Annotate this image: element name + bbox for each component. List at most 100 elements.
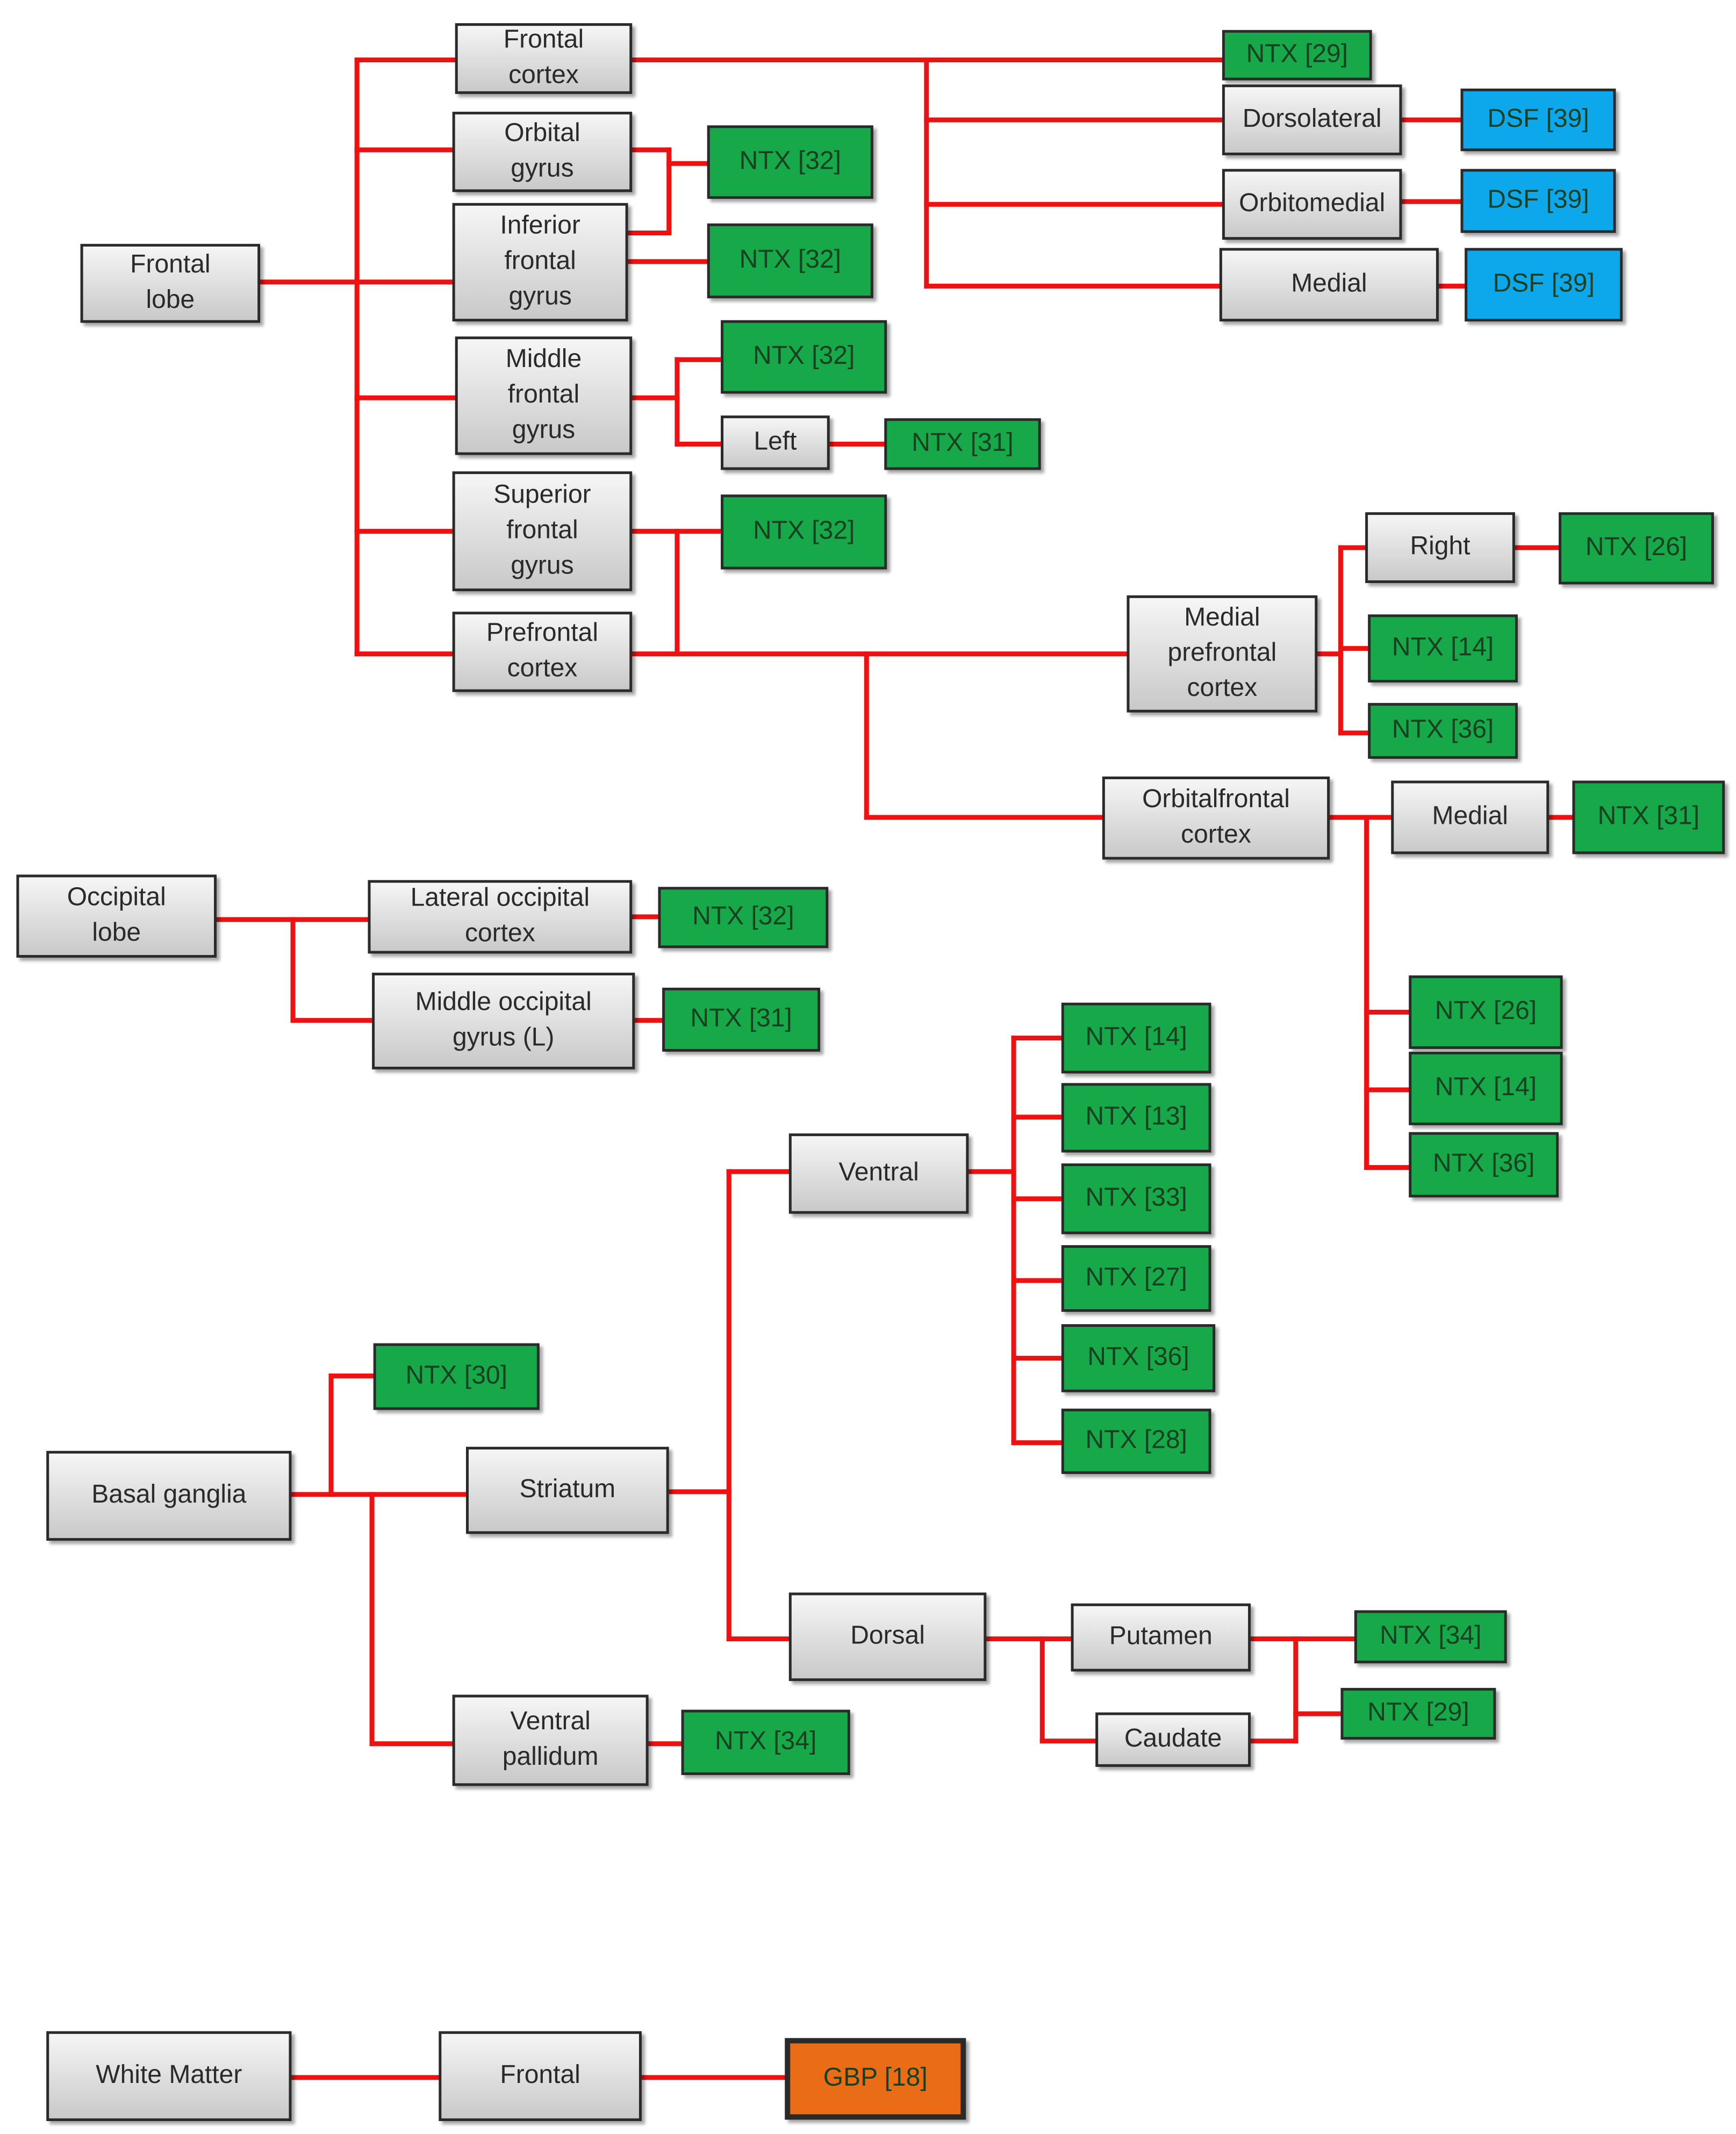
- node-dsf-39-a: DSF [39]: [1460, 88, 1616, 152]
- node-label: Right: [1410, 532, 1470, 561]
- node-label: prefrontal: [1168, 638, 1277, 666]
- node-label: cortex: [1181, 820, 1251, 849]
- node-ntx-14-ofc: NTX [14]: [1409, 1052, 1563, 1125]
- node-label: DSF [39]: [1487, 185, 1589, 214]
- node-ntx-36-ventral: NTX [36]: [1061, 1324, 1216, 1392]
- node-label: lobe: [92, 918, 141, 946]
- node-ntx-14-ventral: NTX [14]: [1061, 1002, 1211, 1074]
- node-box: [1061, 1245, 1211, 1312]
- node-label: Occipital: [67, 882, 166, 911]
- node-label: NTX [28]: [1085, 1426, 1187, 1454]
- node-ntx-14-mpfc: NTX [14]: [1368, 614, 1518, 682]
- node-box: [1219, 248, 1439, 322]
- node-label: NTX [36]: [1087, 1342, 1189, 1371]
- node-frontal-wm: Frontal: [439, 2031, 642, 2121]
- node-box: [788, 1133, 969, 1214]
- node-label: NTX [32]: [692, 902, 794, 930]
- node-box: [1095, 1712, 1251, 1767]
- node-label: White Matter: [96, 2060, 242, 2089]
- node-label: NTX [14]: [1435, 1073, 1537, 1101]
- node-ntx-27-ventral: NTX [27]: [1061, 1245, 1211, 1312]
- node-label: Basal ganglia: [91, 1480, 247, 1508]
- node-box: [721, 320, 887, 394]
- node-gbp-18: GBP [18]: [785, 2038, 966, 2120]
- node-left-middle: Left: [721, 415, 830, 470]
- node-box: [1460, 88, 1616, 152]
- node-box: [788, 1592, 987, 1682]
- node-label: DSF [39]: [1487, 104, 1589, 133]
- node-ntx-13-ventral: NTX [13]: [1061, 1083, 1211, 1153]
- node-ntx-32-orbital: NTX [32]: [707, 125, 873, 199]
- node-label: DSF [39]: [1493, 269, 1594, 297]
- node-box: [466, 1447, 669, 1534]
- node-label: Ventral: [510, 1707, 590, 1735]
- node-label: pallidum: [503, 1742, 599, 1771]
- node-ntx-32-superior: NTX [32]: [721, 494, 887, 570]
- node-label: Medial: [1432, 802, 1508, 830]
- node-box: [1340, 1687, 1496, 1740]
- node-box: [681, 1709, 850, 1776]
- node-box: [1061, 1324, 1216, 1392]
- node-label: cortex: [1187, 673, 1258, 702]
- node-box: [1127, 595, 1318, 713]
- node-ntx-29-dorsal: NTX [29]: [1340, 1687, 1496, 1740]
- node-label: NTX [30]: [406, 1361, 507, 1389]
- node-label: Orbitalfrontal: [1142, 785, 1290, 813]
- node-ntx-26-ofc: NTX [26]: [1409, 975, 1563, 1049]
- node-box: [16, 874, 217, 958]
- node-label: frontal: [504, 247, 576, 275]
- node-box: [368, 880, 633, 954]
- node-label: Ventral: [838, 1158, 919, 1187]
- node-box: [452, 612, 633, 692]
- node-box: [707, 125, 873, 199]
- node-label: Superior: [493, 480, 591, 508]
- node-box: [707, 223, 873, 299]
- diagram-nodes: FrontallobeFrontalcortexOrbitalgyrusInfe…: [16, 23, 1725, 2121]
- node-ntx-32-lateral-occ: NTX [32]: [658, 887, 829, 949]
- node-label: NTX [31]: [1598, 802, 1699, 830]
- node-label: NTX [34]: [1380, 1621, 1481, 1649]
- node-box: [1391, 780, 1550, 854]
- node-box: [1061, 1163, 1211, 1234]
- node-label: NTX [32]: [740, 245, 841, 274]
- node-label: cortex: [507, 654, 578, 682]
- node-ntx-34-vp: NTX [34]: [681, 1709, 850, 1776]
- node-label: Prefrontal: [486, 619, 598, 647]
- node-ntx-31-medial-ofc: NTX [31]: [1572, 780, 1725, 854]
- node-box: [721, 415, 830, 470]
- node-label: NTX [13]: [1085, 1102, 1187, 1131]
- node-ntx-31-left: NTX [31]: [884, 418, 1041, 470]
- node-box: [1465, 248, 1623, 322]
- node-label: Lateral occipital: [411, 883, 590, 912]
- node-label: Orbital: [504, 118, 580, 147]
- node-label: Frontal: [500, 2060, 580, 2089]
- node-label: cortex: [508, 61, 579, 89]
- node-label: NTX [26]: [1435, 996, 1537, 1025]
- node-box: [452, 203, 628, 322]
- node-box: [455, 23, 633, 94]
- node-box: [80, 243, 261, 323]
- node-box: [1061, 1002, 1211, 1074]
- node-medial-ofc: Medial: [1391, 780, 1550, 854]
- node-box: [1102, 776, 1330, 860]
- node-right-mpfc: Right: [1365, 512, 1515, 583]
- node-orbitalfrontal-cortex: Orbitalfrontal cortex: [1102, 776, 1330, 860]
- node-box: [721, 494, 887, 570]
- node-white-matter: White Matter: [46, 2031, 292, 2121]
- node-box: [1368, 614, 1518, 682]
- node-box: [1572, 780, 1725, 854]
- node-label: Middle: [506, 344, 582, 373]
- node-striatum: Striatum: [466, 1447, 669, 1534]
- node-box: [884, 418, 1041, 470]
- node-box: [1222, 169, 1402, 240]
- node-label: Middle occipital: [415, 988, 592, 1016]
- node-dorsal-striatum: Dorsal: [788, 1592, 987, 1682]
- node-box: [1368, 703, 1518, 759]
- node-dsf-39-b: DSF [39]: [1460, 169, 1616, 233]
- node-label: NTX [29]: [1367, 1698, 1469, 1727]
